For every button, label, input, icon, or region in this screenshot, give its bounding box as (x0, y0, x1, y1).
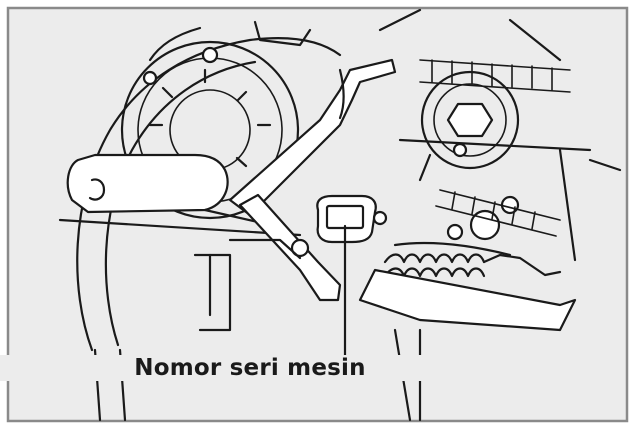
frame-right (378, 8, 622, 262)
engine-crankcase (76, 20, 342, 352)
serial-number-plate (290, 194, 388, 258)
footpeg (58, 153, 302, 237)
lower-pipes (93, 238, 302, 422)
drive-chain (419, 59, 571, 237)
engine-serial-number-label: Nomor seri mesin (0, 355, 500, 381)
clutch-cover (120, 40, 300, 220)
shift-lever (228, 58, 397, 302)
